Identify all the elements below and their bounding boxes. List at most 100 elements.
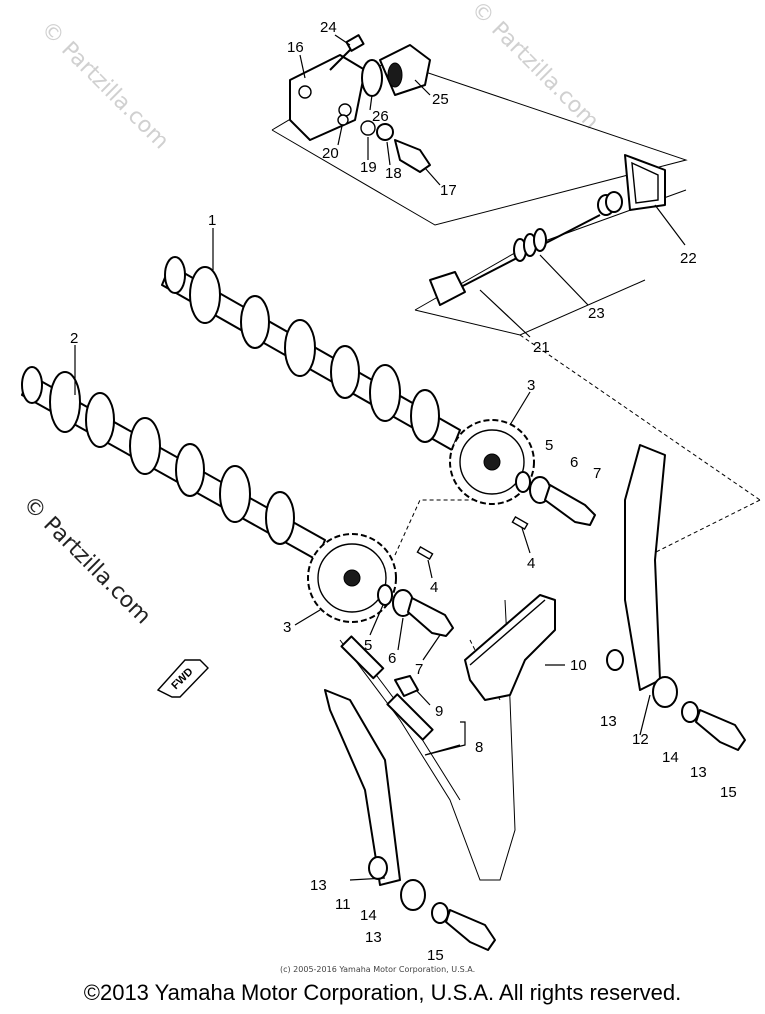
spring-19	[360, 120, 376, 136]
cam-chain	[339, 599, 516, 881]
camshaft-1-lobe-d	[330, 345, 360, 399]
leader-17	[424, 167, 441, 186]
chain-guide-12-rail	[624, 444, 666, 691]
callout-2: 2	[70, 330, 78, 347]
bolt-7-lower	[407, 597, 454, 637]
washer-18	[376, 123, 394, 141]
camshaft-1-lobe-b	[240, 295, 270, 349]
camshaft-2-end	[21, 366, 43, 404]
leader-8	[424, 721, 466, 756]
sprocket-upper	[449, 419, 596, 531]
callout-4a: 4	[527, 555, 535, 572]
footer-copyright: ©2013 Yamaha Motor Corporation, U.S.A. A…	[83, 980, 682, 1005]
callout-13c: 13	[310, 877, 327, 894]
callout-3b: 3	[283, 619, 291, 636]
dashed-line-mid	[394, 499, 510, 556]
bolt-7-upper	[544, 484, 596, 526]
leader-lines	[74, 34, 686, 881]
camshaft-1-lobe-f	[410, 389, 440, 443]
callout-3a: 3	[527, 377, 535, 394]
camshaft-1-end	[164, 256, 186, 294]
camshaft-1-lobe-a	[189, 266, 221, 324]
watermark-top-left: © Partzilla.com	[36, 17, 174, 155]
rod-assembly	[429, 154, 666, 306]
chain-guide-12	[606, 444, 746, 751]
leader-6b	[397, 617, 404, 651]
callout-23: 23	[588, 305, 605, 322]
washer-13-left	[368, 856, 388, 880]
fwd-arrow: FWD	[156, 659, 209, 698]
camshaft-2-lobe-e	[265, 491, 295, 545]
callout-8: 8	[475, 739, 483, 756]
callout-26: 26	[372, 108, 389, 125]
callout-numbers: 1 2 3 3 4 4 5 5 6 6 7 7 8 9 10 11 12 13 …	[70, 19, 737, 964]
dashed-line-right-lower	[639, 499, 761, 561]
callout-6b: 6	[388, 650, 396, 667]
small-copyright: (c) 2005-2016 Yamaha Motor Corporation, …	[280, 965, 475, 974]
sprocket-upper-hub	[483, 453, 501, 471]
washer-5-upper	[515, 471, 531, 493]
spring-23-c	[533, 228, 547, 252]
chain-guide-10	[464, 594, 556, 701]
leader-12	[639, 694, 651, 736]
callout-14a: 14	[662, 749, 679, 766]
leader-16	[299, 54, 306, 79]
callout-1: 1	[208, 212, 216, 229]
callout-24: 24	[320, 19, 337, 36]
watermark-left: © Partzilla.com	[18, 492, 156, 630]
callout-18: 18	[385, 165, 402, 182]
chain-guide-11	[324, 689, 496, 951]
camshaft-2	[21, 366, 326, 561]
spring-coil-b	[605, 191, 623, 213]
washer-20	[337, 114, 349, 126]
camshaft-2-lobe-d	[219, 465, 251, 523]
callout-5b: 5	[364, 637, 372, 654]
callout-11: 11	[335, 896, 351, 913]
watermark-top-right: © Partzilla.com	[466, 0, 604, 134]
camshaft-2-lobe-c	[175, 443, 205, 497]
leader-5b	[369, 604, 384, 636]
chain-guide-10-body	[464, 594, 556, 701]
callout-13a: 13	[600, 713, 617, 730]
cam-chain-tensioner-assembly	[289, 34, 431, 173]
rod-21-head	[429, 271, 466, 306]
washer-13-right-b	[681, 701, 699, 723]
cam-chain-path	[339, 599, 516, 881]
chain-guide-10-edge	[469, 599, 546, 666]
gasket-22-inner	[631, 161, 659, 204]
callout-12: 12	[632, 731, 649, 748]
callout-22: 22	[680, 250, 697, 267]
leader-11	[349, 877, 386, 881]
callout-5a: 5	[545, 437, 553, 454]
sprocket-lower	[307, 533, 454, 637]
callout-7b: 7	[415, 661, 423, 678]
callout-13d: 13	[365, 929, 382, 946]
leader-24	[334, 34, 351, 46]
leader-7b	[422, 634, 441, 661]
callout-19: 19	[360, 159, 377, 176]
leader-3a	[509, 391, 531, 426]
tensioner-body-hole-a	[298, 85, 312, 99]
callout-15a: 15	[720, 784, 737, 801]
chain-link-b	[386, 693, 434, 741]
callout-20: 20	[322, 145, 339, 162]
callout-16: 16	[287, 39, 304, 56]
camshaft-2-lobe-b	[129, 417, 161, 475]
camshaft-2-bearing	[85, 392, 115, 448]
callout-4b: 4	[430, 579, 438, 596]
leader-4b	[427, 559, 433, 579]
nut-9	[394, 675, 419, 697]
leader-20	[337, 125, 343, 146]
callout-17: 17	[440, 182, 457, 199]
chain-link-a	[340, 635, 385, 680]
washer-5-lower	[377, 584, 393, 606]
leader-9	[415, 689, 431, 706]
camshaft-1	[161, 256, 461, 451]
fwd-arrow-icon	[156, 659, 209, 698]
camshaft-1-lobe-e	[369, 364, 401, 422]
leader-18	[386, 141, 391, 166]
leader-23	[539, 254, 589, 306]
sprocket-lower-hub	[343, 569, 361, 587]
camshaft-1-lobe-c	[284, 319, 316, 377]
